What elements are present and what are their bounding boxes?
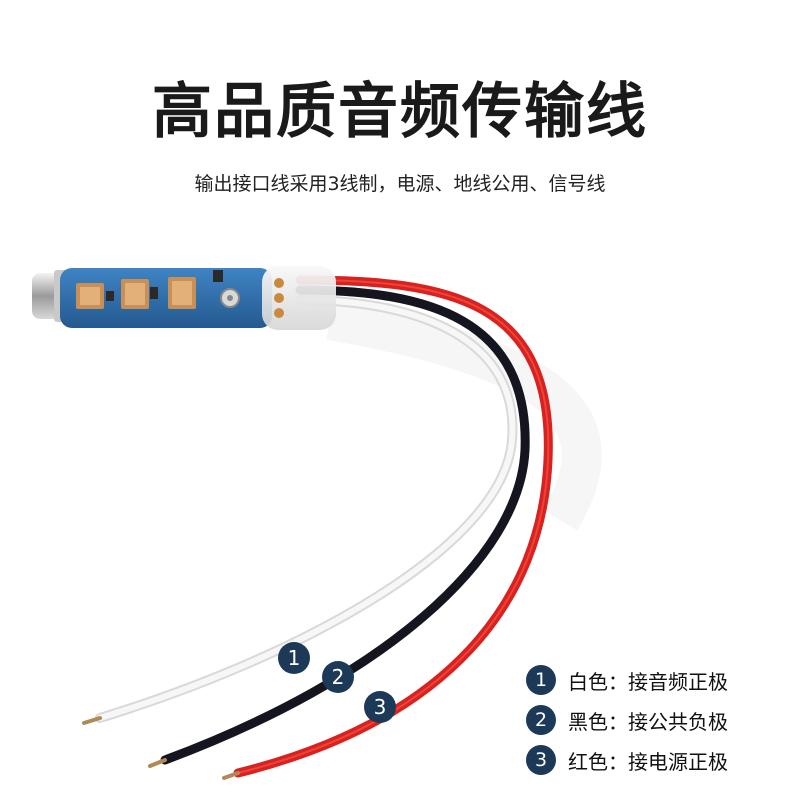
badge-1: 1 [278,642,310,674]
legend-row-white: 1 白色：接音频正极 [526,660,786,700]
wire-shadow [326,300,602,531]
legend-number: 1 [526,665,556,695]
wire-legend: 1 白色：接音频正极 2 黑色：接公共负极 3 红色：接电源正极 [526,660,786,780]
legend-text: 红色：接电源正极 [568,749,728,774]
page-title: 高品质音频传输线 [152,77,648,147]
legend-row-red: 3 红色：接电源正极 [526,740,786,780]
svg-text:1: 1 [288,646,301,670]
legend-text: 白色：接音频正极 [568,669,728,694]
svg-text:3: 3 [374,695,387,719]
svg-text:2: 2 [332,665,345,689]
legend-text: 黑色：接公共负极 [568,709,728,734]
heat-shrink-sleeve [262,266,336,330]
red-wire-tip [222,771,240,780]
legend-number: 3 [526,745,556,775]
pcb-board [60,268,272,328]
white-wire-tip [82,716,102,725]
legend-row-black: 2 黑色：接公共负极 [526,700,786,740]
badge-2: 2 [322,661,354,693]
page-subtitle: 输出接口线采用3线制，电源、地线公用、信号线 [194,173,606,195]
legend-number: 2 [526,705,556,735]
badge-3: 3 [364,691,396,723]
black-wire-tip [148,758,167,768]
